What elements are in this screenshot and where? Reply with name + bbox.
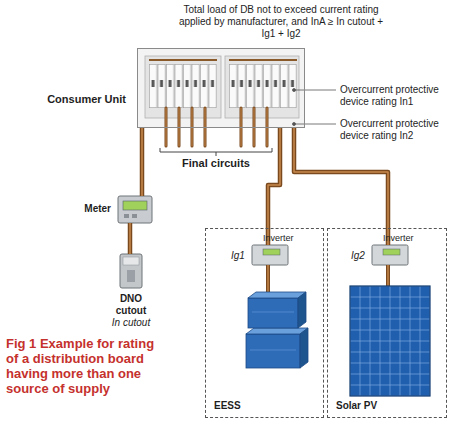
rating-note: Total load of DB not to exceed current r… [178,4,384,40]
unit-label: Consumer Unit [47,93,126,106]
consumer-unit: Consumer Unit [137,48,305,128]
device-rating-note: Overcurrent protective device rating In1 [340,84,468,108]
figure-caption: Fig 1 Example for rating of a distributi… [6,336,156,396]
current-label: Ig1 [231,250,245,262]
meter-label: Meter [84,203,111,215]
device-rating-note: Overcurrent protective device rating In2 [340,118,468,142]
battery-symbol [246,292,308,368]
meter-symbol [118,196,152,223]
cable [130,223,131,254]
current-rating: In cutout [99,317,163,329]
leader-lines [293,89,337,126]
text-group: DNO cutoutIn cutout [99,293,163,329]
cutout-symbol [120,254,142,288]
current-label: Ig2 [351,250,365,262]
dno-cutout: DNO cutoutIn cutout [120,254,142,288]
inverter-label: Inverter [383,233,414,244]
final-circuit-wires [166,108,267,146]
region-label: Solar PV [336,400,377,412]
group-label: Final circuits [170,157,262,170]
storage-region: EESS Inverter [205,228,324,418]
pv-region: Solar PV Inverter [327,228,447,418]
bracket [160,148,272,156]
solar-panel-symbol [350,286,430,396]
inverter-symbol [252,245,288,265]
region-label: EESS [214,400,241,412]
meter: Meter [118,196,152,223]
inverter-label: Inverter [263,233,294,244]
inverter: Inverter [372,245,408,265]
cable [142,128,143,196]
consumer-unit-interior [137,48,305,128]
cutout-label: DNO cutout [111,293,151,317]
inverter: Inverter [252,245,288,265]
inverter-symbol [372,245,408,265]
